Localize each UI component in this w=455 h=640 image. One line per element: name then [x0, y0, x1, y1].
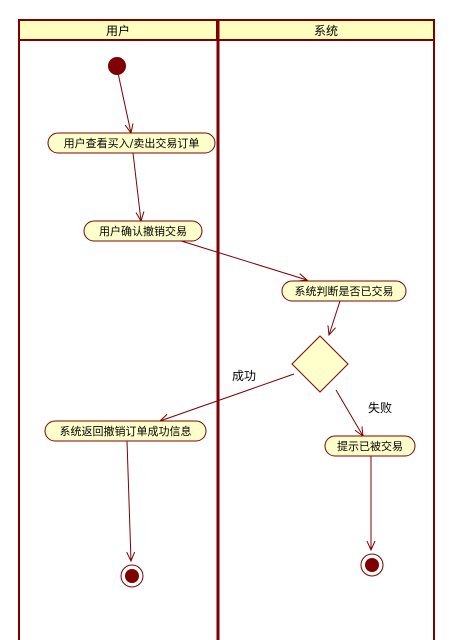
edges — [117, 72, 371, 561]
action-view-orders: 用户查看买入/卖出交易订单 — [47, 132, 216, 154]
action-check-traded: 系统判断是否已交易 — [281, 280, 407, 302]
end-node-success — [120, 564, 144, 588]
edge-decision-to-success — [160, 373, 295, 421]
lane-title-system: 系统 — [314, 24, 338, 38]
swimlanes: 用户 系统 — [18, 19, 435, 640]
decision-node — [291, 335, 349, 393]
edge-confirm-to-check — [177, 239, 307, 280]
edge-start-to-view — [117, 72, 131, 133]
action-confirm-cancel-label: 用户确认撤销交易 — [99, 224, 187, 238]
edge-decision-to-fail — [335, 389, 363, 436]
action-prompt-traded-label: 提示已被交易 — [337, 439, 403, 453]
action-check-traded-label: 系统判断是否已交易 — [295, 284, 394, 298]
action-return-success-label: 系统返回撤销订单成功信息 — [60, 424, 192, 438]
action-prompt-traded: 提示已被交易 — [324, 435, 416, 457]
edge-label-success: 成功 — [232, 369, 256, 383]
action-return-success: 系统返回撤销订单成功信息 — [44, 420, 207, 442]
edge-view-to-confirm — [132, 152, 141, 221]
action-view-orders-label: 用户查看买入/卖出交易订单 — [64, 136, 200, 150]
end-node-fail — [360, 553, 384, 577]
edge-label-fail: 失败 — [368, 400, 392, 415]
lane-title-user: 用户 — [106, 23, 130, 38]
edge-success-to-end — [127, 440, 131, 561]
edge-check-to-decision — [329, 300, 341, 335]
start-node — [108, 57, 126, 75]
action-confirm-cancel: 用户确认撤销交易 — [83, 220, 203, 242]
